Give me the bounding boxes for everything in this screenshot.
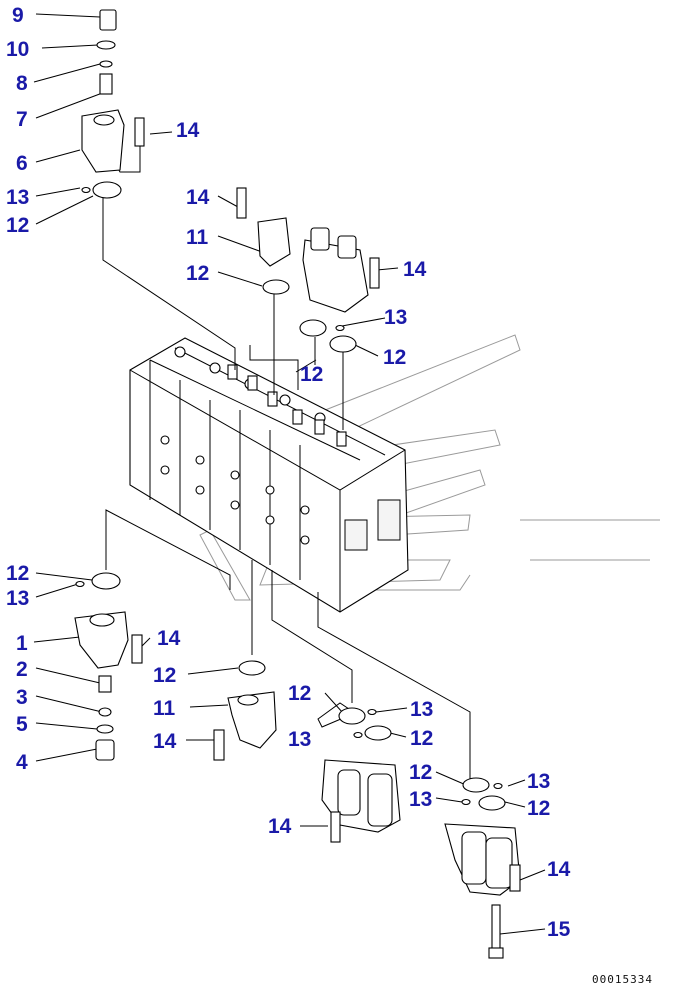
callout-14: 14 [176, 119, 200, 142]
callout-14: 14 [403, 258, 427, 281]
callout-12: 12 [410, 727, 433, 750]
callout-8: 8 [16, 72, 28, 95]
leader-lines [33, 13, 546, 935]
callout-12: 12 [6, 562, 29, 585]
callout-6: 6 [16, 152, 28, 175]
callout-2: 2 [16, 658, 28, 681]
callout-12: 12 [409, 761, 432, 784]
callout-12: 12 [288, 682, 311, 705]
callout-12: 12 [153, 664, 176, 687]
callout-13: 13 [527, 770, 550, 793]
callout-13: 13 [6, 186, 29, 209]
document-number: 00015334 [592, 973, 653, 986]
callout-14: 14 [186, 186, 210, 209]
callout-3: 3 [16, 686, 28, 709]
callout-15: 15 [547, 918, 571, 941]
callout-14: 14 [547, 858, 571, 881]
callout-11: 11 [186, 226, 209, 249]
callout-13: 13 [6, 587, 29, 610]
callout-14: 14 [157, 627, 181, 650]
callout-10: 10 [6, 38, 29, 61]
callout-11: 11 [153, 697, 176, 720]
callout-13: 13 [288, 728, 311, 751]
callout-12: 12 [6, 214, 29, 237]
callout-12: 12 [300, 363, 323, 386]
callout-13: 13 [410, 698, 433, 721]
callout-13: 13 [409, 788, 432, 811]
callout-7: 7 [16, 108, 28, 131]
control-valve-body [129, 337, 409, 613]
callout-1: 1 [16, 632, 28, 655]
callout-14: 14 [268, 815, 292, 838]
callout-4: 4 [16, 751, 28, 774]
callout-5: 5 [16, 713, 28, 736]
callout-12: 12 [527, 797, 550, 820]
callout-14: 14 [153, 730, 177, 753]
callout-labels: 9 10 8 7 6 14 13 12 14 11 12 14 13 12 12… [6, 4, 571, 941]
callout-12: 12 [383, 346, 406, 369]
exploded-parts [74, 9, 521, 959]
callout-9: 9 [12, 4, 24, 27]
callout-13: 13 [384, 306, 407, 329]
callout-12: 12 [186, 262, 209, 285]
